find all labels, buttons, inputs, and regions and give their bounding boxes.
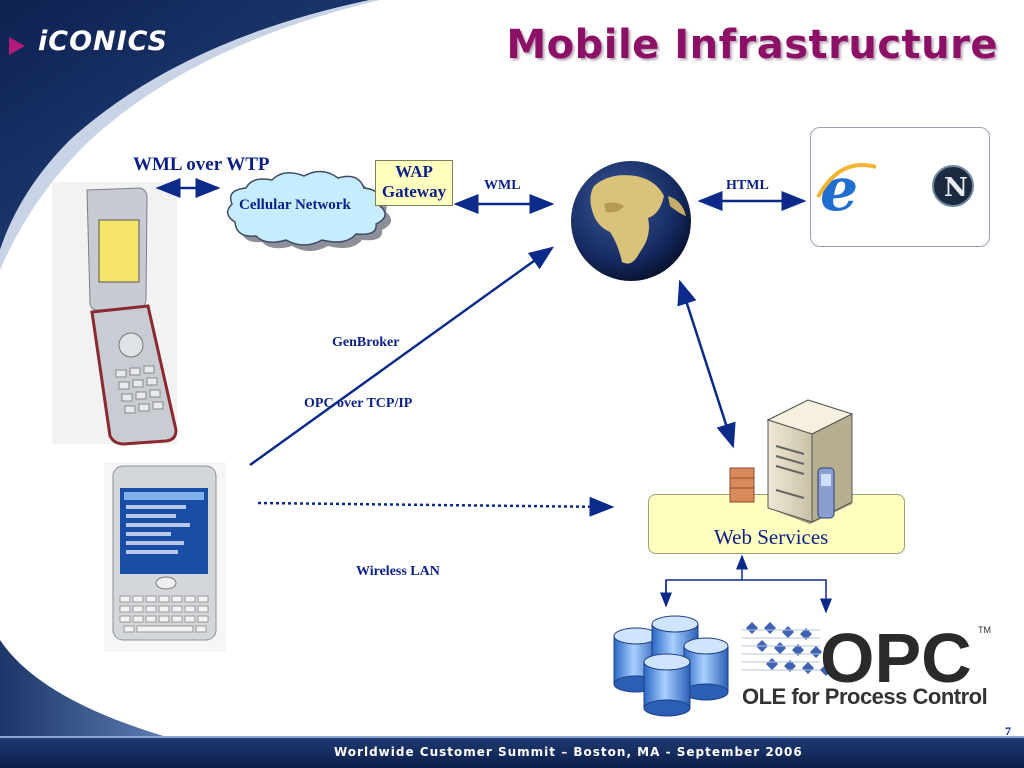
browser-icons: e N: [816, 155, 974, 225]
web-services-label: Web Services: [714, 525, 829, 549]
wireless-lan-arrow: [257, 496, 615, 517]
database-icon: [613, 615, 729, 717]
web-server-icon: [729, 399, 854, 524]
wap-gateway-box: WAP Gateway: [375, 160, 453, 206]
netscape-icon-glyph: N: [944, 173, 968, 203]
flip-phone-image: [52, 182, 178, 446]
opc-subtitle: OLE for Process Control: [742, 684, 988, 709]
wap-gateway-label-line1: WAP: [395, 162, 433, 181]
globe-server-arrow: [677, 279, 736, 449]
cellular-network-label: Cellular Network: [239, 197, 351, 213]
cellular-network-cloud: [226, 170, 392, 251]
wml-label: WML: [484, 178, 521, 193]
page-title: Mobile Infrastructure: [506, 22, 998, 68]
opc-over-tcp-label: OPC over TCP/IP: [304, 396, 413, 411]
wml-over-wtp-label: WML over WTP: [133, 154, 270, 175]
company-logo: iCONICS: [38, 26, 168, 57]
genbroker-arrow: [249, 246, 555, 467]
pda-device-image: [104, 462, 226, 652]
opc-trademark: TM: [978, 625, 991, 635]
opc-logo: OPC: [742, 619, 972, 697]
webservices-db-connector: [665, 579, 832, 614]
logo-arrow-icon: [9, 37, 25, 55]
genbroker-label: GenBroker: [332, 335, 400, 350]
wap-gateway-label-line2: Gateway: [381, 182, 447, 201]
globe-internet-icon: [571, 161, 691, 281]
wireless-lan-label: Wireless LAN: [356, 564, 440, 579]
html-label: HTML: [726, 178, 769, 193]
footer-text: Worldwide Customer Summit – Boston, MA -…: [334, 745, 803, 759]
opc-logo-text: OPC: [820, 619, 972, 697]
page-number: 7: [1005, 724, 1011, 738]
